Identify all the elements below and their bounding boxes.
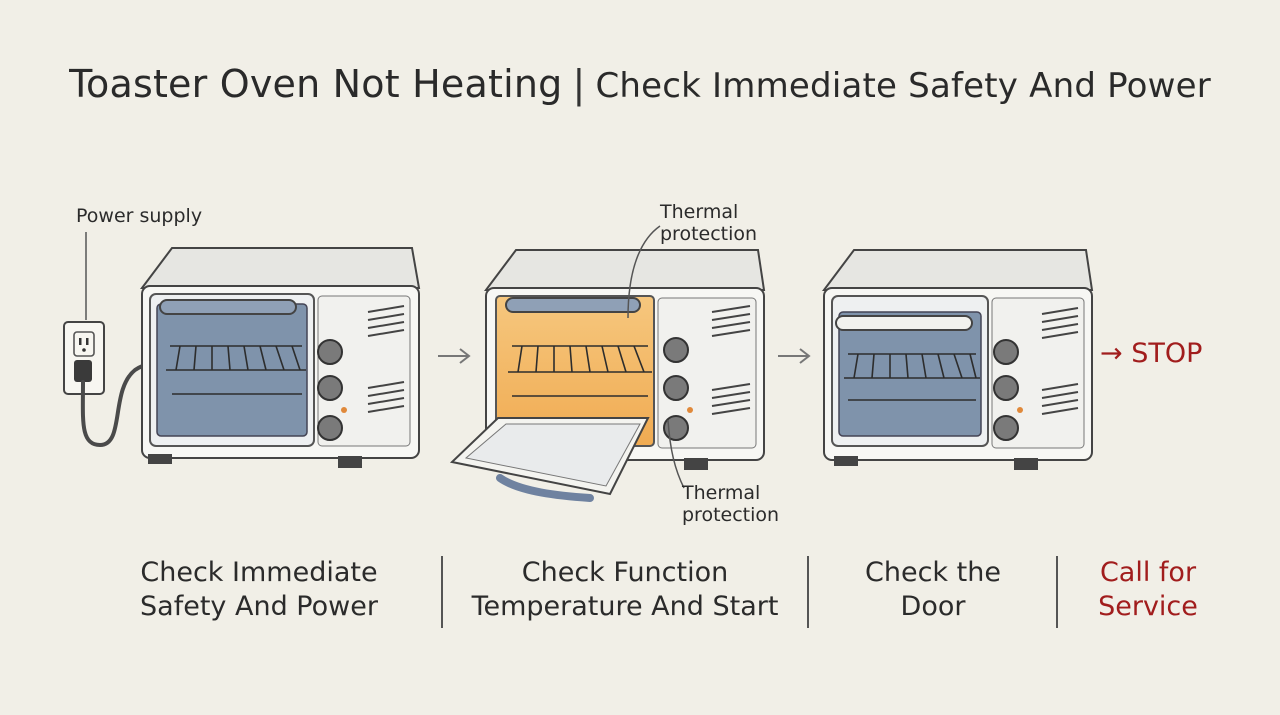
step-2-label: Check Function Temperature And Start (471, 557, 779, 622)
oven-2-open-door (449, 417, 650, 502)
step-divider-1 (441, 556, 443, 628)
thermal-leader-bottom (667, 419, 685, 489)
power-supply-label: Power supply (76, 205, 203, 227)
stop-label: STOP (1131, 338, 1203, 369)
step-1-label: Check Immediate Safety And Power (140, 557, 378, 622)
title-main: Toaster Oven Not Heating (69, 62, 563, 106)
flow-arrow-2 (778, 348, 811, 364)
oven-3-door-check (822, 249, 1094, 470)
stop-indicator: → STOP (1100, 338, 1202, 369)
oven-1-closed (140, 247, 421, 468)
step-divider-3 (1056, 556, 1058, 628)
title-subtitle: Check Immediate Safety And Power (595, 66, 1211, 106)
thermal-protection-label-bottom: Thermal protection (682, 482, 780, 526)
title-separator: | (572, 62, 586, 106)
step-divider-2 (807, 556, 809, 628)
thermal-leader-top (627, 225, 661, 319)
step-3-label: Check the Door (865, 557, 1001, 622)
thermal-protection-label-top: Thermal protection (660, 201, 758, 245)
page-title: Toaster Oven Not Heating|Check Immediate… (0, 62, 1280, 106)
flow-arrow-1 (438, 348, 471, 364)
stop-arrow-icon: → (1100, 338, 1123, 369)
power-cord (74, 360, 152, 448)
step-4-label: Call for Service (1098, 557, 1198, 622)
